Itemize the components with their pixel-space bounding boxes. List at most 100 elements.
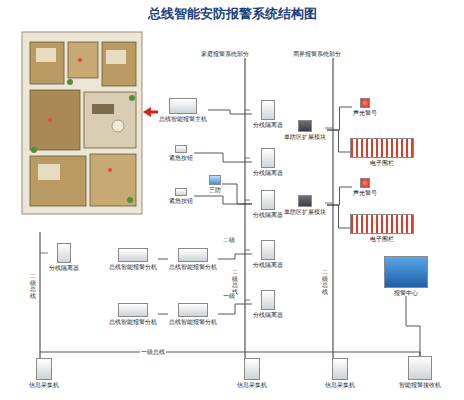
- device-icon: [169, 98, 197, 114]
- device-node: 总线智能报警主机: [158, 98, 208, 122]
- device-node: 声光警号: [352, 98, 378, 116]
- red-arrow: [143, 107, 158, 117]
- wire-connector: [327, 205, 350, 228]
- node-label: 智能报警接收机: [398, 381, 442, 388]
- wire-connector: [327, 107, 352, 130]
- device-icon: [244, 358, 260, 380]
- node-label: 信息采集机: [28, 381, 60, 388]
- device-icon: [175, 145, 187, 153]
- node-label: 总线智能报警分机: [108, 263, 158, 270]
- device-node: 分线隔离器: [252, 148, 284, 176]
- device-icon: [332, 358, 348, 380]
- wire-connector: [208, 110, 252, 114]
- node-label: 紧急按钮: [168, 197, 194, 204]
- node-label: 分线隔离器: [252, 121, 284, 128]
- section-label: 二级: [222, 236, 236, 243]
- device-node: 信息采集机: [236, 358, 268, 388]
- device-icon: [360, 178, 370, 188]
- node-label: 信息采集机: [236, 381, 268, 388]
- device-icon: [209, 175, 221, 185]
- wire-connector: [327, 187, 352, 205]
- node-label: 信息采集机: [324, 381, 356, 388]
- device-node: 分线隔离器: [48, 243, 80, 271]
- device-icon: [350, 138, 414, 158]
- device-icon: [118, 248, 148, 262]
- device-node: 三防: [208, 175, 222, 193]
- node-label: 分线隔离器: [252, 261, 284, 268]
- node-label: 紧急按钮: [168, 154, 194, 161]
- device-icon: [261, 290, 275, 310]
- node-label: 单防区扩展模块: [283, 133, 327, 140]
- wire-connector: [218, 254, 252, 259]
- device-icon: [175, 188, 187, 196]
- device-node: 信息采集机: [324, 358, 356, 388]
- section-label: 家庭报警系统部分: [200, 50, 250, 57]
- device-node: 单防区扩展模块: [283, 120, 327, 140]
- device-node: 分线隔离器: [252, 290, 284, 318]
- wire-connector: [218, 304, 252, 314]
- section-label: 一级总线: [140, 348, 166, 355]
- device-icon: [384, 256, 428, 288]
- wire-connector: [406, 296, 420, 356]
- device-node: 声光警号: [352, 178, 378, 196]
- device-icon: [350, 214, 414, 234]
- device-icon: [178, 248, 208, 262]
- node-label: 三防: [208, 186, 222, 193]
- device-node: 报警中心: [384, 256, 428, 296]
- device-node: 分线隔离器: [252, 100, 284, 128]
- node-label: 声光警号: [352, 189, 378, 196]
- device-icon: [261, 240, 275, 260]
- node-label: 电子围栏: [369, 235, 395, 242]
- node-label: 总线智能报警主机: [158, 115, 208, 122]
- wire-connector: [222, 184, 252, 204]
- wire-connector: [158, 259, 168, 260]
- device-icon: [298, 120, 312, 132]
- device-node: 智能报警接收机: [398, 356, 442, 388]
- node-label: 分线隔离器: [252, 211, 284, 218]
- bus-lines: [40, 58, 420, 358]
- diagram-title: 总线智能安防报警系统结构图: [0, 5, 464, 23]
- wire-connector: [194, 196, 252, 204]
- wire-connector: [194, 153, 252, 162]
- device-icon: [261, 190, 275, 210]
- device-node: 总线智能报警分机: [108, 303, 158, 325]
- bus-label: 二级总线: [322, 268, 328, 296]
- device-node: 单防区扩展模块: [283, 195, 327, 215]
- device-node: 紧急按钮: [168, 188, 194, 204]
- device-node: 总线智能报警分机: [168, 248, 218, 270]
- node-label: 分线隔离器: [252, 311, 284, 318]
- node-label: 分线隔离器: [48, 264, 80, 271]
- device-icon: [57, 243, 71, 263]
- device-icon: [261, 100, 275, 120]
- node-label: 总线智能报警分机: [168, 318, 218, 325]
- node-label: 分线隔离器: [252, 169, 284, 176]
- section-label: 周界报警系统部分: [292, 50, 342, 57]
- device-node: 电子围栏: [350, 214, 414, 242]
- device-icon: [118, 303, 148, 317]
- device-node: 紧急按钮: [168, 145, 194, 161]
- device-icon: [261, 148, 275, 168]
- floor-plan: [22, 32, 142, 214]
- device-node: 电子围栏: [350, 138, 414, 166]
- node-label: 电子围栏: [369, 159, 395, 166]
- bus-label: 二级总线: [30, 272, 36, 300]
- section-label: 一级: [222, 292, 236, 299]
- wire-connector: [327, 130, 350, 152]
- device-icon: [178, 303, 208, 317]
- bus-ticks: [40, 110, 333, 300]
- device-node: 总线智能报警分机: [168, 303, 218, 325]
- node-label: 总线智能报警分机: [168, 263, 218, 270]
- device-icon: [408, 356, 432, 380]
- wire-connector: [158, 314, 168, 315]
- device-node: 信息采集机: [28, 358, 60, 388]
- node-label: 单防区扩展模块: [283, 208, 327, 215]
- node-label: 总线智能报警分机: [108, 318, 158, 325]
- node-label: 声光警号: [352, 109, 378, 116]
- device-icon: [360, 98, 370, 108]
- node-label: 报警中心: [393, 289, 419, 296]
- device-icon: [36, 358, 52, 380]
- device-node: 总线智能报警分机: [108, 248, 158, 270]
- device-node: 分线隔离器: [252, 240, 284, 268]
